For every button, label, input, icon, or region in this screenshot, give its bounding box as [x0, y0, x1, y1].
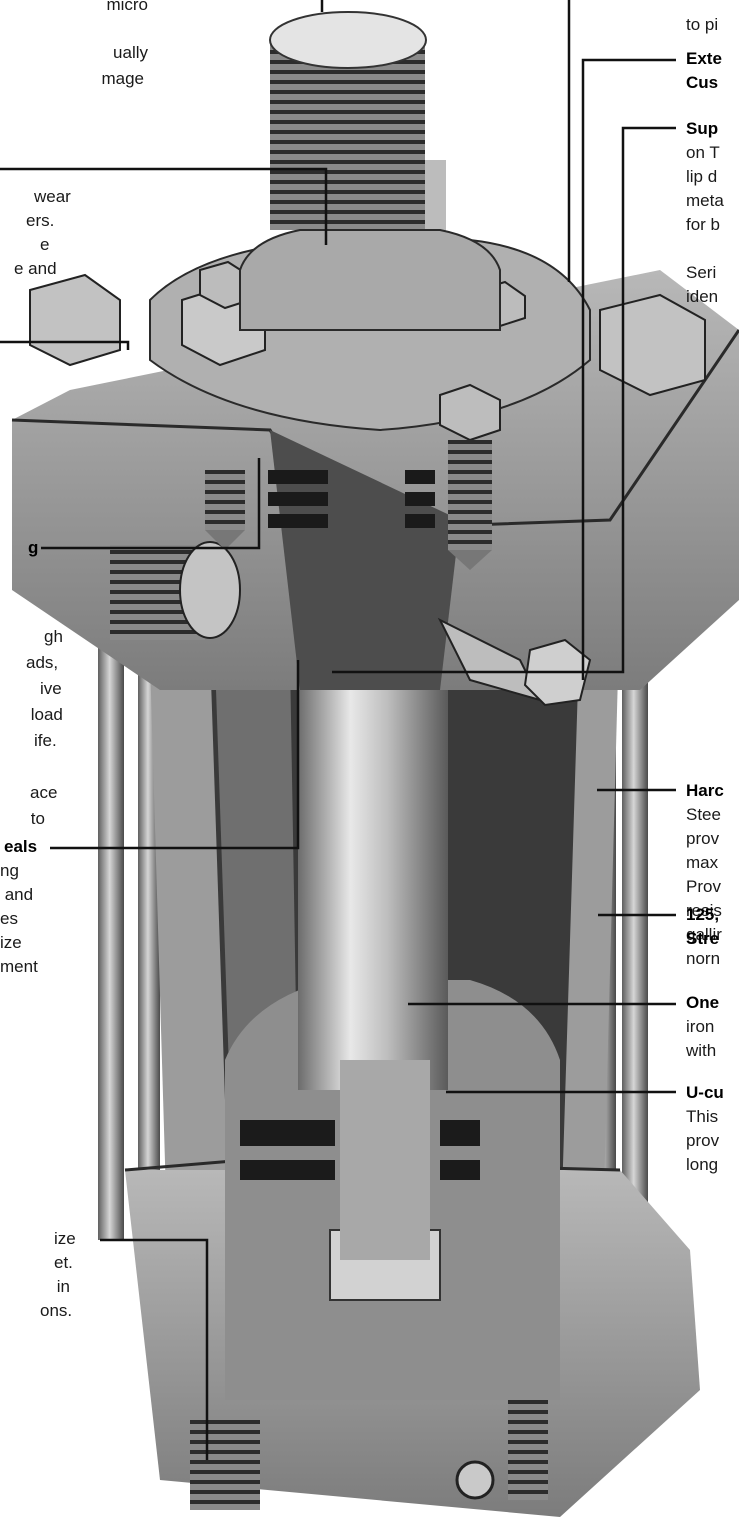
- callout-seals: eals ng and es ize ment: [0, 836, 38, 1012]
- callout-line: to: [26, 809, 45, 828]
- callout-top-right: to pi: [686, 15, 719, 34]
- callout-line: and: [0, 885, 34, 904]
- callout-line: e: [40, 235, 50, 254]
- callout-line: gh: [44, 627, 63, 646]
- callout-line: e and: [14, 259, 57, 278]
- callout-one-piece: One iron with: [686, 992, 719, 1102]
- callout-high-loads: gh ads, ive load ife. ace to: [0, 626, 63, 828]
- callout-line: eals: [4, 837, 38, 856]
- callout-line: gallir: [686, 925, 722, 944]
- callout-line: One: [686, 993, 720, 1012]
- callout-gland: g: [28, 538, 39, 557]
- callout-line: Exte: [686, 49, 722, 68]
- callout-line: ife.: [34, 731, 57, 750]
- callout-line: micro: [106, 0, 148, 14]
- callout-line: max: [686, 853, 719, 872]
- callout-line: es: [0, 909, 18, 928]
- callout-line: ads,: [26, 653, 59, 672]
- callout-line: Prov: [686, 877, 721, 896]
- callout-line: et.: [54, 1253, 73, 1272]
- callout-line: Seri: [686, 263, 717, 282]
- callout-line: load: [26, 705, 63, 724]
- callout-line: meta: [686, 191, 724, 210]
- callout-line: long: [686, 1155, 719, 1174]
- callout-superior: Sup on T lip d meta for b Seri iden: [686, 118, 724, 316]
- callout-line: ize: [0, 933, 22, 952]
- callout-wear: wear ers. e e and: [0, 186, 71, 318]
- callout-port-size: ize et. in ons.: [0, 1228, 76, 1360]
- callout-u-cup: U-cu This prov long: [686, 1082, 724, 1214]
- callout-line: ers.: [26, 211, 55, 230]
- callout-line: Stee: [686, 805, 721, 824]
- callout-line: 125,: [686, 905, 720, 924]
- callout-line: norn: [686, 949, 721, 968]
- callout-hard-rod: Harc Stee prov max Prov resis gallir nor…: [686, 780, 724, 1000]
- callout-line: ment: [0, 957, 38, 976]
- callout-line: iden: [686, 287, 719, 306]
- callout-line: ive: [40, 679, 62, 698]
- callout-line: with: [686, 1041, 717, 1060]
- callout-line: ace: [30, 783, 58, 802]
- callout-line: ually: [113, 43, 148, 62]
- callout-line: ng: [0, 861, 19, 880]
- callout-line: Cus: [686, 73, 719, 92]
- callout-line: resis: [686, 901, 722, 920]
- callout-line: prov: [686, 829, 720, 848]
- callout-line: Harc: [686, 781, 724, 800]
- callout-line: iron: [686, 1017, 715, 1036]
- callout-line: U-cu: [686, 1083, 724, 1102]
- callout-line: mage: [101, 69, 144, 88]
- callout-line: ons.: [40, 1301, 73, 1320]
- callout-external-cushion: Exte Cus: [686, 48, 722, 136]
- callout-line: lip d: [686, 167, 718, 186]
- callout-line: ize: [54, 1229, 76, 1248]
- callout-strength: 125, Stre: [686, 904, 719, 992]
- callout-line: prov: [686, 1131, 720, 1150]
- callout-line: Stre: [686, 929, 720, 948]
- callout-line: on T: [686, 143, 720, 162]
- callout-line: for b: [686, 215, 721, 234]
- callout-line: This: [686, 1107, 719, 1126]
- callout-line: in: [52, 1277, 70, 1296]
- callout-line: wear: [34, 187, 71, 206]
- callout-line: Sup: [686, 119, 719, 138]
